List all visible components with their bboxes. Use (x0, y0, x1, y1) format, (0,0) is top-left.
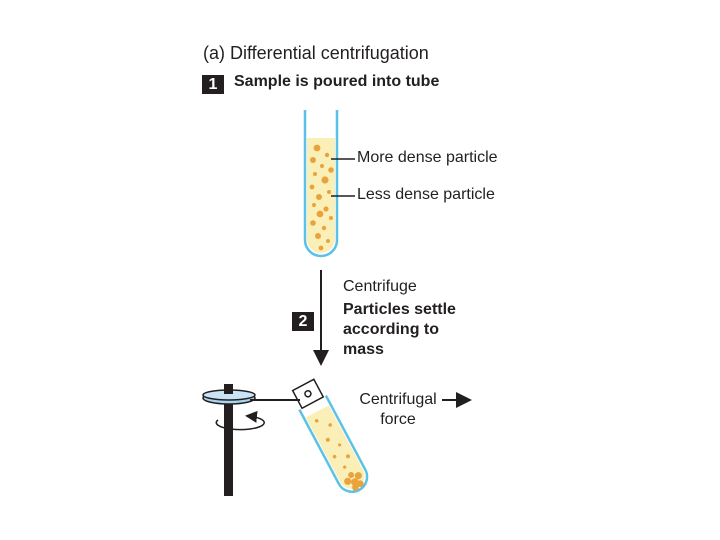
more-dense-particle-label: More dense particle (357, 149, 498, 166)
centrifuge-label: Centrifuge (343, 278, 417, 295)
particles-tilted (314, 419, 364, 491)
figure-title: (a) Differential centrifugation (203, 43, 429, 63)
pivot-icon (304, 390, 312, 398)
tube-outline (303, 110, 339, 258)
test-tube-upright (303, 110, 355, 258)
step-2-label: Particles settle according to mass (343, 301, 456, 358)
test-tube-tilted (291, 378, 369, 494)
centrifugal-force-label: Centrifugal force (359, 391, 437, 428)
less-dense-particle-label: Less dense particle (357, 186, 495, 203)
centrifuge (202, 384, 300, 496)
rotation-arrow-icon (215, 410, 265, 431)
particles-upright (309, 144, 334, 251)
tube-holder (291, 378, 325, 410)
step-2-badge: 2 (292, 312, 314, 331)
step-1-badge: 1 (202, 75, 224, 94)
step-1-label: Sample is poured into tube (234, 73, 440, 90)
centrifuge-shaft (224, 392, 233, 496)
